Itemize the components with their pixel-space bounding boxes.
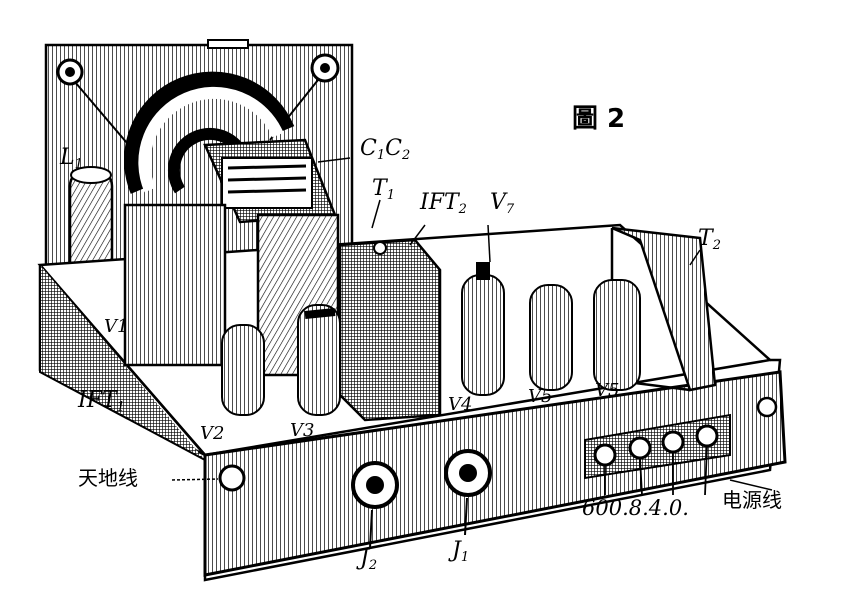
- figure-title: 圖 2: [572, 104, 626, 134]
- tube-V4: [461, 262, 505, 396]
- label-T1: T1: [372, 176, 395, 203]
- label-L1: L1: [60, 145, 83, 172]
- label-power-cord: 电源线: [722, 488, 782, 512]
- tube-V2: [221, 324, 265, 416]
- jack-J2: [351, 461, 399, 549]
- tube-V5b: [593, 279, 641, 391]
- speaker-terminals: [584, 396, 778, 496]
- ift2-can: [338, 238, 442, 422]
- label-IFT2: IFT2: [420, 190, 467, 217]
- tuning-dial: [124, 71, 295, 194]
- label-V1: V1: [104, 316, 129, 337]
- tube-V5a: [529, 284, 573, 391]
- tube-V3: [297, 304, 341, 416]
- label-V5b: V5: [595, 380, 620, 401]
- label-T2: T2: [698, 226, 721, 253]
- label-ohms: 600.8.4.0.: [582, 496, 689, 520]
- label-V4: V4: [448, 394, 473, 415]
- label-IFT1: IFT1: [78, 388, 125, 415]
- label-V2: V2: [200, 423, 225, 444]
- label-V5a: V5: [528, 386, 553, 407]
- label-V7: V7: [490, 190, 515, 217]
- jack-J1: [444, 449, 492, 536]
- label-J2: J2: [360, 546, 378, 573]
- label-antenna: 天地线: [78, 466, 138, 490]
- label-C1C2: C1C2: [360, 136, 411, 163]
- variable-capacitor: [203, 138, 337, 224]
- ift1-can: [123, 203, 227, 367]
- antenna-post: [171, 464, 246, 492]
- label-J1: J1: [452, 538, 470, 565]
- label-V3: V3: [290, 420, 315, 441]
